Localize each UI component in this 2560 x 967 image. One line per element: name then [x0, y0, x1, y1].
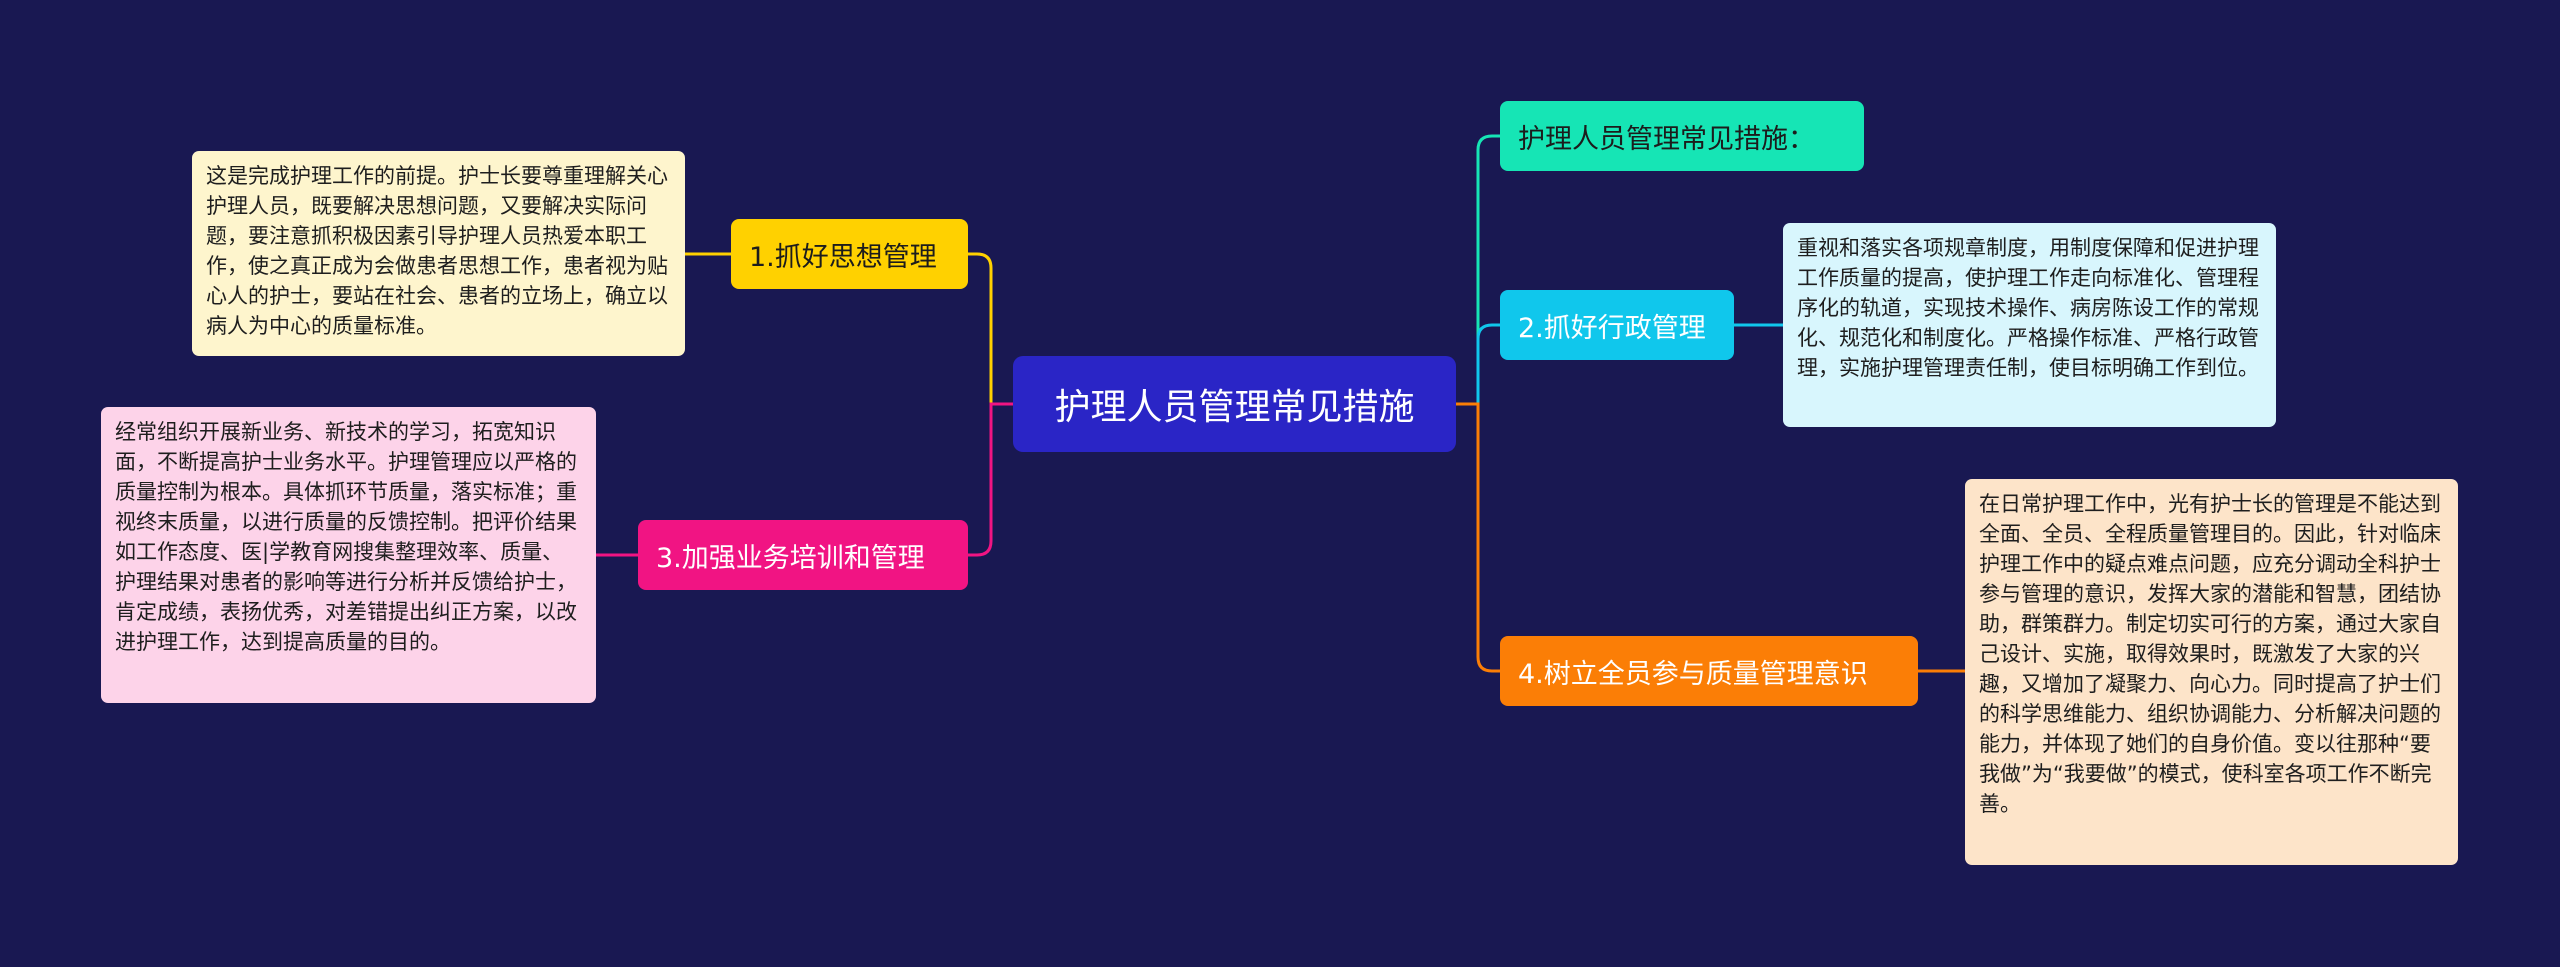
- leaf-administrative-detail[interactable]: 重视和落实各项规章制度，用制度保障和促进护理工作质量的提高，使护理工作走向标准化…: [1783, 223, 2276, 427]
- edge-center-branch-3: [968, 252, 1013, 406]
- leaf-participation-detail[interactable]: 在日常护理工作中，光有护士长的管理是不能达到全面、全员、全程质量管理目的。因此，…: [1965, 479, 2458, 865]
- central-topic[interactable]: 护理人员管理常见措施: [1013, 356, 1456, 452]
- branch-full-participation[interactable]: 4.树立全员参与质量管理意识: [1500, 636, 1918, 706]
- leaf-text: 重视和落实各项规章制度，用制度保障和促进护理工作质量的提高，使护理工作走向标准化…: [1797, 236, 2259, 380]
- branch-ideological-management[interactable]: 1.抓好思想管理: [731, 219, 968, 289]
- branch-administrative-management[interactable]: 2.抓好行政管理: [1500, 290, 1734, 360]
- leaf-ideological-detail[interactable]: 这是完成护理工作的前提。护士长要尊重理解关心护理人员，既要解决思想问题，又要解决…: [192, 151, 685, 356]
- leaf-text: 这是完成护理工作的前提。护士长要尊重理解关心护理人员，既要解决思想问题，又要解决…: [206, 164, 668, 338]
- leaf-text: 在日常护理工作中，光有护士长的管理是不能达到全面、全员、全程质量管理目的。因此，…: [1979, 492, 2441, 816]
- edge-center-branch-2: [1456, 402, 1500, 673]
- branch-training-management[interactable]: 3.加强业务培训和管理: [638, 520, 968, 590]
- leaf-text: 经常组织开展新业务、新技术的学习，拓宽知识面，不断提高护士业务水平。护理管理应以…: [115, 420, 577, 654]
- edge-center-branch-4: [968, 402, 1013, 557]
- branch-measures-heading[interactable]: 护理人员管理常见措施：: [1500, 101, 1864, 171]
- edge-center-branch-0: [1456, 134, 1500, 406]
- leaf-training-detail[interactable]: 经常组织开展新业务、新技术的学习，拓宽知识面，不断提高护士业务水平。护理管理应以…: [101, 407, 596, 703]
- edge-center-branch-1: [1456, 323, 1500, 406]
